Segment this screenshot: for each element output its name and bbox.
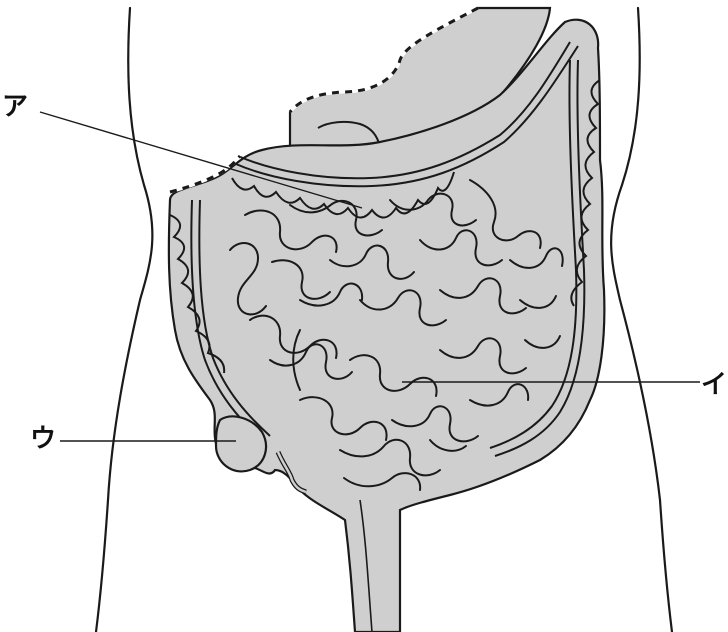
label-a: ア — [2, 94, 28, 120]
body-outline-right — [611, 8, 672, 632]
label-u: ウ — [30, 426, 56, 452]
label-i: イ — [701, 372, 727, 398]
body-outline-left — [96, 8, 152, 632]
